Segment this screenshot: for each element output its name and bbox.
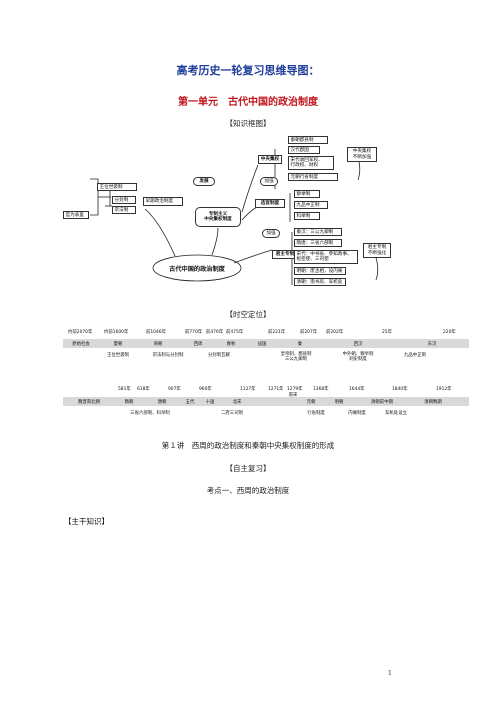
t2-year-7: 1368年	[313, 387, 329, 392]
t2-dyn-8: 明朝	[334, 400, 344, 405]
t2-dyn-5: 北宋	[232, 400, 242, 405]
unit-subtitle: 第一单元 古代中国的政治制度	[178, 97, 318, 108]
box-qinhan-three-lords: 秦汉：三公九卿制	[294, 228, 342, 236]
t1-dyn-8: 东汉	[427, 342, 437, 347]
t2-dyn-1: 隋朝	[124, 400, 134, 405]
t2-year-1: 618年	[137, 387, 150, 392]
t1-year-5: 前475年	[226, 330, 244, 335]
t2-sys-4: 军机处设立	[385, 411, 407, 416]
section-framework-heading: 【知识框图】	[225, 119, 271, 128]
t2-dyn-2: 唐朝	[157, 400, 167, 405]
box-yuan-province: 元朝行省制度	[288, 173, 338, 181]
t1-year-2: 前1046年	[146, 330, 166, 335]
box-qing-grand-council: 清朝：南书房、军机处	[294, 278, 346, 286]
box-recommendation: 察举制	[294, 190, 320, 198]
box-selection: 选官制度	[255, 199, 285, 208]
t2-dyn-3: 五代	[185, 400, 195, 405]
lesson-title: 第１讲 西周的政治制度和秦朝中央集权制度的形成	[161, 441, 335, 450]
timeline-ancient-band	[63, 339, 469, 348]
t1-sys-1: 宗法制与分封制	[152, 353, 184, 358]
center-oval-shape	[152, 254, 242, 282]
t1-year-3: 前770年	[185, 330, 203, 335]
box-suitang-three-depts: 隋唐：三省六部制	[294, 239, 342, 247]
t2-sys-1: 二府三司制	[221, 411, 243, 416]
t2-year-8: 1644年	[349, 387, 365, 392]
t2-year-6: 1279年	[287, 387, 303, 392]
t1-dyn-5: 战国	[257, 342, 267, 347]
box-ming-cabinet: 明朝：废丞相，设内阁	[294, 267, 346, 275]
t2-year-4: 1127年	[240, 387, 256, 392]
point-heading: 考点一、西周的政治制度	[206, 486, 290, 495]
t2-year-5: 1271年	[268, 387, 284, 392]
t1-year-4: 前476年	[206, 330, 224, 335]
trunk-knowledge-heading: 【主干知识】	[64, 517, 109, 526]
box-autocracy: 专制主义 中央集权制度	[195, 207, 241, 227]
branch-monarch	[233, 249, 273, 264]
document-title: 高考历史一轮复习思维导图：	[176, 64, 320, 77]
box-hereditary-throne: 王位世袭制	[97, 183, 137, 191]
box-central-power: 中央集权	[258, 155, 282, 164]
box-develop: 发展	[193, 177, 215, 186]
branch-autocracy	[211, 227, 219, 256]
branch-early	[144, 208, 176, 257]
t2-year-0: 581年	[118, 387, 131, 392]
box-song-offices: 宋代：中书省、参知政事、 枢密使、三司使	[294, 250, 358, 264]
box-qin-commandery: 秦朝郡县制	[288, 136, 328, 144]
monarch-arrow	[374, 254, 379, 281]
center-node-label: 古代中国的政治制度	[169, 265, 225, 273]
t1-sys-2: 分封制瓦解	[208, 353, 230, 358]
branch-central	[241, 164, 259, 213]
t1-dyn-6: 秦	[297, 342, 303, 347]
t1-year-10: 220年	[443, 330, 456, 335]
box-enfeoffment: 分封制	[112, 196, 136, 204]
t2-dyn-0: 魏晋南北朝	[78, 400, 100, 405]
t1-sys-4: 中外朝、察举制 刺史制度	[342, 352, 374, 363]
t2-sys-3: 内阁制度	[348, 411, 366, 416]
page-number: 1	[388, 670, 392, 677]
t2-dyn-9: 清朝前中期	[371, 400, 393, 405]
t2-dyn-10: 清朝晚期	[424, 400, 442, 405]
t1-year-7: 前207年	[300, 330, 318, 335]
t2-dyn-7: 元朝	[306, 400, 316, 405]
t1-year-1: 约前1600年	[104, 330, 129, 335]
t2-year-10: 1912年	[436, 387, 452, 392]
box-song-reclaim: 宋代收回军权、 行政权、财权	[288, 156, 334, 170]
t1-year-0: 约前2070年	[68, 330, 93, 335]
box-patriarchal: 宗法制	[112, 206, 136, 214]
t2-sys-0: 三省六部制、科举制	[130, 411, 170, 416]
t2-year-2: 907年	[168, 387, 181, 392]
box-inside-outside: 官为表里	[63, 211, 89, 219]
t1-dyn-2: 商朝	[153, 342, 163, 347]
box-strengthen-2: 加强	[262, 229, 280, 238]
self-review-heading: 【自主复习】	[225, 464, 271, 473]
section-timeline-heading: 【时空定位】	[225, 310, 271, 319]
box-early-system: 早期政治制度	[143, 197, 183, 206]
t1-dyn-4: 春秋	[226, 342, 236, 347]
t1-sys-0: 王位世袭制	[107, 353, 129, 358]
t1-dyn-1: 夏朝	[113, 342, 123, 347]
t2-year-9: 1840年	[392, 387, 408, 392]
t1-year-9: 25年	[382, 330, 392, 335]
t1-sys-3: 皇帝制、郡县制 三公九卿制	[280, 352, 312, 363]
box-imperial-exam: 科举制	[294, 212, 320, 220]
t2-sys-2: 行省制度	[307, 411, 325, 416]
box-monarch-strengthening: 君主专制 不断强化	[363, 243, 391, 258]
box-central-strengthening: 中央集权 不断加强	[347, 147, 377, 162]
box-han-commandery: 汉代郡国	[288, 146, 320, 154]
t1-dyn-7: 西汉	[353, 342, 363, 347]
t2-year-3: 960年	[199, 387, 212, 392]
t1-dyn-3: 西周	[193, 342, 203, 347]
t1-sys-5: 九品中正制	[404, 353, 426, 358]
t1-dyn-0: 原始社会	[72, 342, 90, 347]
t2-dyn-6: 南宋	[288, 393, 298, 398]
t2-dyn-4: 十国	[205, 400, 215, 405]
box-nine-rank: 九品中正制	[294, 201, 328, 209]
timeline-medieval-band	[63, 397, 469, 406]
t1-year-8: 前202年	[326, 330, 344, 335]
box-strengthen-1: 加强	[260, 177, 278, 186]
t1-year-6: 前221年	[268, 330, 286, 335]
